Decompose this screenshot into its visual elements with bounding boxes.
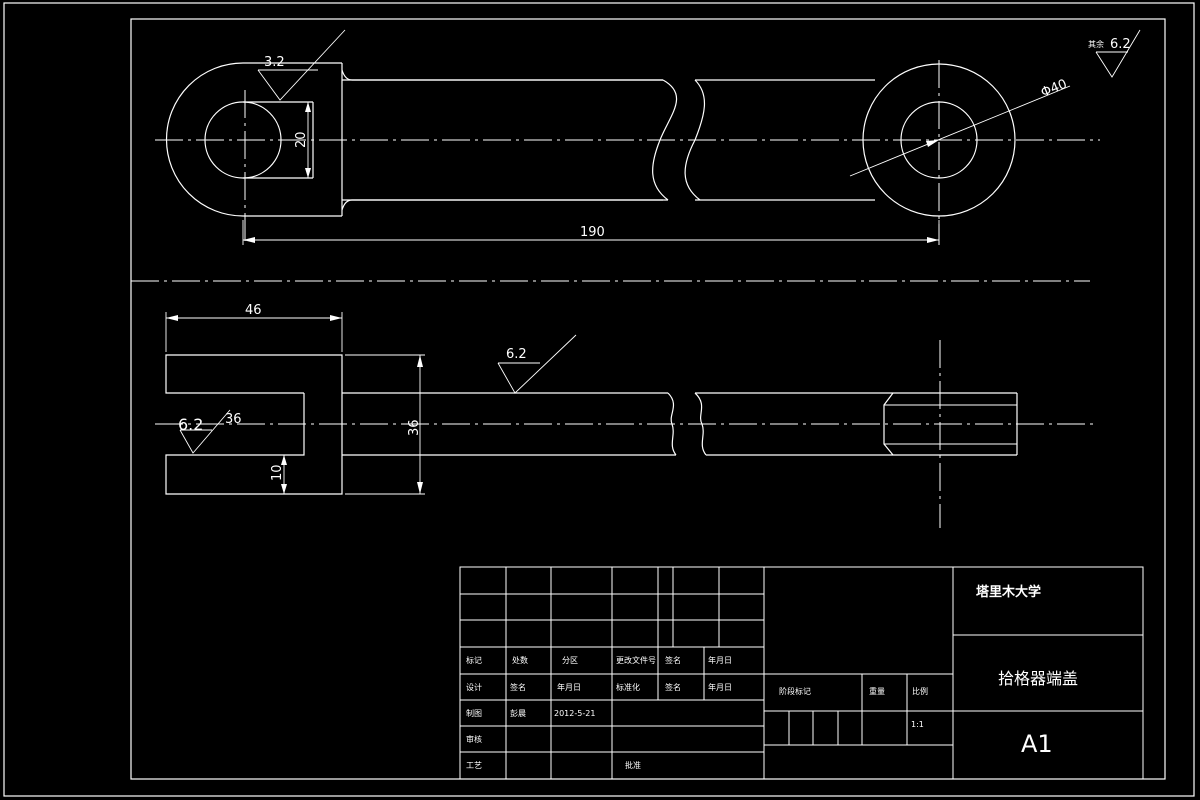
dim-diameter-arrow bbox=[926, 140, 939, 147]
tb-r5-c1: 工艺 bbox=[466, 761, 482, 770]
dim-190-arrow-left bbox=[243, 237, 255, 243]
dim-10-label: 10 bbox=[270, 464, 285, 481]
right-eye-hole bbox=[900, 101, 978, 179]
tb-drawing-number: A1 bbox=[1021, 730, 1053, 758]
rod-fillet-top bbox=[341, 69, 353, 81]
tb-r1-c2: 处数 bbox=[512, 655, 528, 665]
dim-190-arrow-right bbox=[927, 237, 939, 243]
top-view: 3.2 20 190 Φ40 其余 6.2 bbox=[155, 29, 1141, 245]
roughness-side-symbol bbox=[497, 334, 577, 394]
dim-36-arrow-top bbox=[417, 355, 423, 367]
tb-scale-value: 1:1 bbox=[911, 720, 924, 729]
dim-36-arrow-bottom bbox=[417, 482, 423, 494]
side-view: 46 6.2 6.2 36 36 10 bbox=[155, 303, 1095, 528]
roughness-corner-symbol bbox=[1095, 29, 1141, 78]
dim-diameter-label: Φ40 bbox=[1039, 77, 1069, 101]
tb-r3-c3: 2012-5-21 bbox=[554, 709, 595, 718]
tb-r2-c1: 设计 bbox=[466, 682, 482, 692]
dim-190-label: 190 bbox=[580, 225, 605, 240]
tb-r5-c4: 批准 bbox=[625, 760, 641, 770]
right-eye-outer-circle bbox=[862, 63, 1016, 217]
dim-46-arrow-right bbox=[330, 315, 342, 321]
tb-r1-c1: 标记 bbox=[466, 655, 482, 665]
tb-r1-c3: 分区 bbox=[562, 656, 578, 665]
dim-20-arrow-top bbox=[305, 102, 311, 112]
left-eye-outer-arc bbox=[165, 62, 244, 217]
roughness-3-2-label: 3.2 bbox=[264, 55, 285, 70]
roughness-slot-symbol bbox=[179, 409, 231, 454]
tb-r3-c2: 彭晨 bbox=[510, 708, 526, 718]
tb-part-name: 拾格器端盖 bbox=[998, 669, 1078, 688]
roughness-corner-prefix: 其余 bbox=[1088, 39, 1104, 49]
tb-r3-c1: 制图 bbox=[466, 708, 482, 718]
tb-school: 塔里木大学 bbox=[976, 584, 1041, 600]
dim-20-label: 20 bbox=[294, 131, 309, 148]
side-rod-break-left bbox=[667, 392, 677, 456]
tb-scale-label: 比例 bbox=[912, 686, 928, 696]
rod-break-right bbox=[684, 79, 706, 201]
rod-break-left bbox=[652, 79, 678, 201]
tb-r2-c2: 签名 bbox=[510, 682, 526, 692]
fork-end-outline bbox=[165, 354, 343, 495]
tb-r2-c6: 年月日 bbox=[708, 682, 732, 692]
tb-r1-c6: 年月日 bbox=[708, 655, 732, 665]
dim-diameter-leader bbox=[849, 85, 1071, 177]
inner-frame bbox=[130, 18, 1166, 780]
tb-weight-label: 重量 bbox=[869, 686, 885, 696]
tb-stage-label: 阶段标记 bbox=[779, 686, 811, 696]
dim-46-label: 46 bbox=[245, 303, 262, 318]
tb-r2-c3: 年月日 bbox=[557, 682, 581, 692]
dim-10-arrow-bottom bbox=[281, 484, 287, 494]
dim-10-arrow-top bbox=[281, 455, 287, 465]
title-block-frame bbox=[459, 566, 1144, 780]
tb-r2-c4: 标准化 bbox=[616, 682, 640, 692]
title-block: 标记 处数 分区 更改文件号 签名 年月日 设计 签名 年月日 标准化 签名 年… bbox=[459, 566, 1144, 780]
tb-r2-c5: 签名 bbox=[665, 682, 681, 692]
side-rod-break-right bbox=[694, 392, 707, 456]
dim-20-arrow-bottom bbox=[305, 168, 311, 178]
tb-r4-c1: 审核 bbox=[466, 734, 482, 744]
rod-fillet-bottom bbox=[341, 199, 353, 211]
dim-46-arrow-left bbox=[166, 315, 178, 321]
outer-frame bbox=[3, 2, 1195, 797]
roughness-corner-label: 6.2 bbox=[1110, 37, 1131, 52]
roughness-3-2-symbol bbox=[257, 29, 346, 101]
dim-slot-width-label: 36 bbox=[225, 412, 242, 427]
tb-r1-c4: 更改文件号 bbox=[616, 655, 656, 665]
roughness-slot-label: 6.2 bbox=[178, 415, 203, 434]
tb-r1-c5: 签名 bbox=[665, 655, 681, 665]
dim-36-label: 36 bbox=[407, 419, 422, 436]
hex-end-left-chamfer bbox=[883, 392, 894, 456]
roughness-side-label: 6.2 bbox=[506, 347, 527, 362]
